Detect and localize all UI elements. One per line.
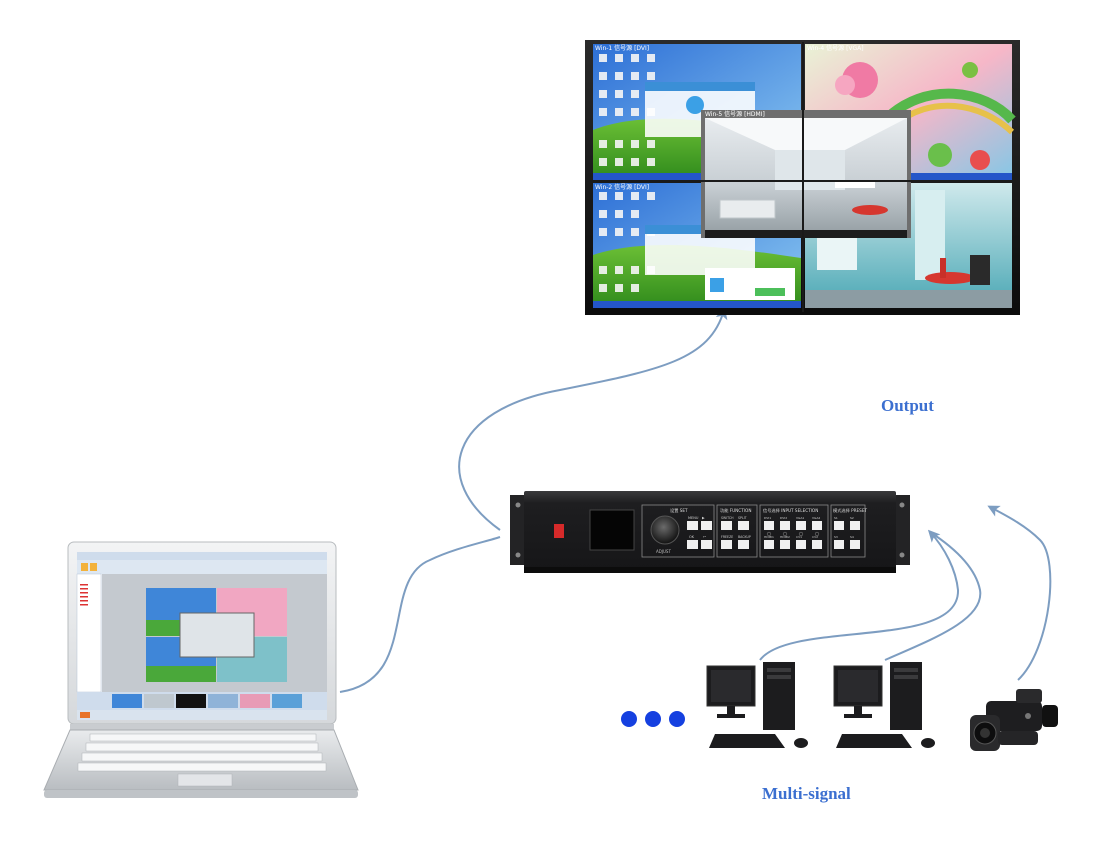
set-buttons: MENU ▶ OK ↩ [687, 516, 712, 549]
laptop-screen [76, 552, 327, 720]
back-button[interactable] [701, 540, 712, 549]
window-5-room-overlay: Win-5 信号源 [HDMI] [701, 110, 911, 238]
input-buttons: DVI1 DVI2 VGA1 VGA2 HDMI1 HDMI2 CV1 CV2 [764, 516, 822, 549]
dot [621, 711, 637, 727]
svg-text:SPLIT: SPLIT [738, 516, 747, 520]
svg-text:S2: S2 [850, 516, 854, 520]
preset-buttons: S1 S2 S3 S4 [834, 516, 860, 549]
svg-text:VGA1: VGA1 [796, 516, 804, 520]
svg-text:FREEZE: FREEZE [721, 535, 733, 539]
hdmi2-button[interactable] [780, 540, 790, 549]
rack-ear-left [510, 495, 526, 565]
switch-button[interactable] [721, 521, 732, 530]
section-function-label: 功能 FUNCTION [720, 507, 751, 514]
svg-text:↩: ↩ [703, 535, 706, 539]
window-1-title: Win-1 信号源 [DVI] [595, 44, 649, 52]
window-5-title: Win-5 信号源 [HDMI] [705, 110, 765, 118]
arrow-pc1-to-processor [759, 529, 960, 661]
next-button[interactable] [701, 521, 712, 530]
svg-text:S4: S4 [850, 535, 854, 539]
keyboard [836, 734, 912, 748]
svg-text:CV1: CV1 [796, 535, 802, 539]
rack-ear-right [894, 495, 910, 565]
backup-button[interactable] [738, 540, 749, 549]
laptop-keyboard [77, 733, 327, 772]
vga1-button[interactable] [796, 521, 806, 530]
lcd-display [589, 509, 635, 551]
dot [645, 711, 661, 727]
svg-text:OK: OK [689, 535, 695, 539]
video-wall-screen: Win-1 信号源 [DVI] Win-4 信号源 [VGA] [585, 40, 1020, 315]
computer-2 [832, 660, 942, 752]
mouse [921, 738, 935, 748]
video-camera [968, 683, 1060, 758]
window-4-title: Win-2 信号源 [DVI] [595, 183, 649, 191]
video-wall: Win-1 信号源 [DVI] Win-4 信号源 [VGA] [585, 40, 1020, 315]
more-sources-dots [620, 709, 690, 729]
section-set-label: 设置 SET [670, 507, 688, 514]
preset-2-button[interactable] [850, 521, 860, 530]
svg-text:▶: ▶ [702, 516, 705, 520]
svg-text:S1: S1 [834, 516, 838, 520]
svg-text:HDMI2: HDMI2 [780, 535, 790, 539]
dvi1-button[interactable] [764, 521, 774, 530]
svg-text:VGA2: VGA2 [812, 516, 820, 520]
window-2-title: Win-4 信号源 [VGA] [807, 44, 864, 52]
svg-text:S3: S3 [834, 535, 838, 539]
tower [890, 662, 922, 730]
cv1-button[interactable] [796, 540, 806, 549]
preset-4-button[interactable] [850, 540, 860, 549]
mouse [794, 738, 808, 748]
svg-text:BACKUP: BACKUP [738, 535, 751, 539]
dvi2-button[interactable] [780, 521, 790, 530]
arrow-camera-to-processor [987, 505, 1052, 681]
dot [669, 711, 685, 727]
output-label: Output [881, 396, 934, 415]
split-button[interactable] [738, 521, 749, 530]
svg-text:MENU: MENU [688, 516, 699, 520]
multi-signal-label: Multi-signal [762, 784, 851, 803]
arrow-laptop-to-processor [339, 536, 501, 693]
computer-1 [705, 660, 815, 752]
svg-text:CV2: CV2 [812, 535, 818, 539]
section-preset-label: 模式选择 PRESET [833, 507, 867, 514]
arrow-pc2-to-processor [884, 531, 982, 661]
adjust-knob[interactable] [650, 515, 680, 545]
svg-text:HDMI1: HDMI1 [764, 535, 774, 539]
laptop [40, 540, 360, 805]
knob-label: ADJUST [656, 549, 671, 554]
svg-text:DVI2: DVI2 [780, 516, 787, 520]
ok-button[interactable] [687, 540, 698, 549]
svg-text:DVI1: DVI1 [764, 516, 771, 520]
arrow-processor-to-videowall [458, 307, 728, 531]
laptop-trackpad [177, 773, 233, 787]
svg-text:SWITCH: SWITCH [721, 516, 734, 520]
video-processor: ADJUST 设置 SET 功能 FUNCTION 信号选择 INPUT SEL… [510, 487, 910, 577]
function-buttons: SWITCH SPLIT FREEZE BACKUP [721, 516, 751, 549]
power-switch[interactable] [554, 524, 564, 538]
vga2-button[interactable] [812, 521, 822, 530]
tower [763, 662, 795, 730]
hdmi1-button[interactable] [764, 540, 774, 549]
preset-3-button[interactable] [834, 540, 844, 549]
menu-button[interactable] [687, 521, 698, 530]
keyboard [709, 734, 785, 748]
cv2-button[interactable] [812, 540, 822, 549]
freeze-button[interactable] [721, 540, 732, 549]
section-input-label: 信号选择 INPUT SELECTION [763, 507, 818, 514]
preset-1-button[interactable] [834, 521, 844, 530]
